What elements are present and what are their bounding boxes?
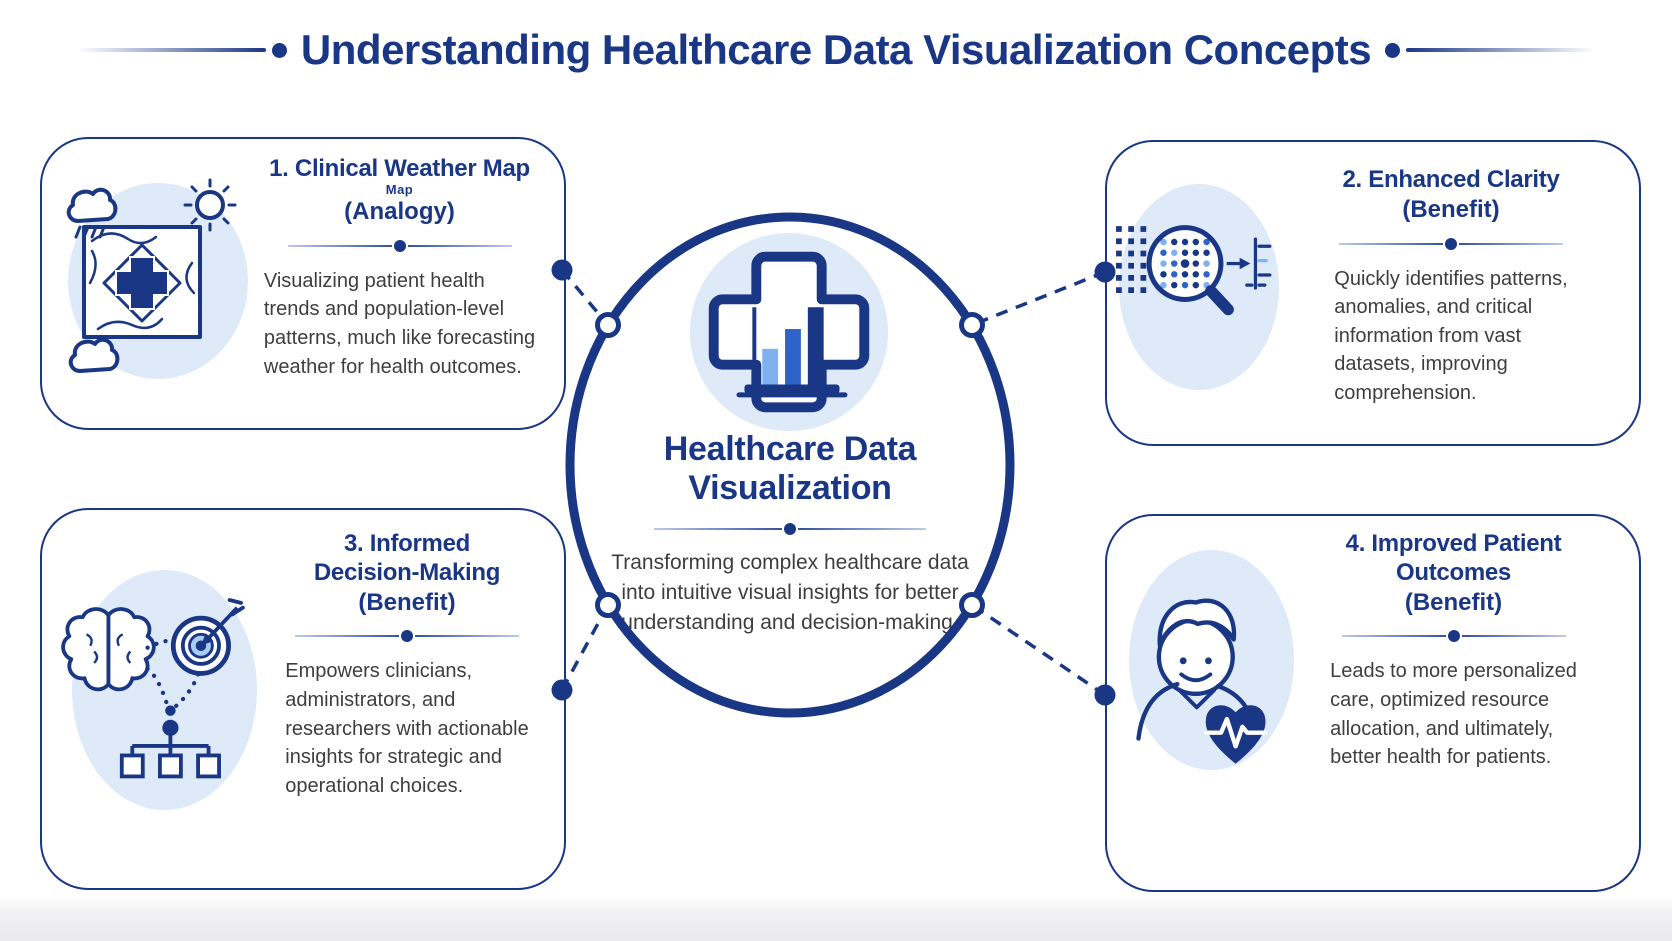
card-type-label: (Benefit) (1402, 195, 1500, 223)
patient-icon (1136, 598, 1258, 741)
card-description: Leads to more personalized care, optimiz… (1330, 660, 1577, 769)
title-decoration-right (1385, 42, 1595, 58)
center-description: Transforming complex healthcare data int… (611, 550, 969, 634)
magnified-dots (1160, 238, 1210, 289)
title-decoration-left (77, 42, 287, 58)
patient-heart-ecg-icon (1136, 598, 1267, 764)
card-text: 2. Enhanced Clarity (Benefit) Quickly id… (1279, 142, 1623, 444)
card-text: 3. Informed Decision-Making (Benefit) Em… (260, 510, 554, 888)
decoration-line (77, 48, 266, 52)
divider (1341, 630, 1566, 643)
heart-ecg-icon (1204, 705, 1267, 764)
card-title: 2. Enhanced Clarity (1342, 166, 1560, 193)
divider-dot (1447, 630, 1460, 643)
card-title: 1. Clinical Weather Map (269, 155, 530, 182)
center-title: Healthcare Data Visualization (663, 430, 917, 508)
card-description: Visualizing patient health trends and po… (263, 269, 536, 378)
magnifier-handle (1205, 285, 1234, 316)
divider-dot (784, 522, 796, 535)
flowchart-tree-icon (119, 705, 221, 779)
divider-dot (401, 630, 413, 643)
magnifier-data-icon (1116, 225, 1272, 316)
card-description: Quickly identifies patterns, anomalies, … (1334, 267, 1568, 404)
card-type-label: (Benefit) (1404, 588, 1503, 616)
decoration-dot (271, 42, 287, 58)
decoration-dot (1385, 42, 1401, 58)
divider-dot (393, 239, 406, 252)
decoration-line (1406, 48, 1595, 52)
card-enhanced-clarity: 2. Enhanced Clarity (Benefit) Quickly id… (1105, 140, 1641, 446)
card-type-label: (Benefit) (358, 588, 456, 616)
bottom-edge-shade (0, 895, 1672, 941)
card-informed-decision-making: 3. Informed Decision-Making (Benefit) Em… (40, 508, 566, 890)
medical-cross-icon (115, 256, 169, 310)
center-content: Healthcare Data Visualization Transformi… (570, 430, 1010, 637)
card-text: 1. Clinical Weather Map Map (Analogy) Vi… (247, 139, 552, 428)
brain-target-flowchart-icon (61, 598, 245, 779)
duplicate-map-caption: Map (385, 181, 414, 197)
divider (654, 522, 926, 535)
medical-cross-bar-chart-icon (689, 232, 889, 432)
divider (295, 630, 519, 643)
divider (287, 239, 512, 252)
organized-list-icon (1245, 237, 1272, 290)
target-bullseye-icon (170, 598, 245, 676)
clinical-weather-map-icon (66, 178, 237, 373)
card-description: Empowers clinicians, administrators, and… (285, 660, 529, 797)
divider (1339, 237, 1563, 250)
header: Understanding Healthcare Data Visualizat… (0, 26, 1672, 74)
raw-data-dot-grid (1116, 226, 1147, 294)
card-text: 4. Improved Patient Outcomes (Benefit) L… (1282, 516, 1625, 890)
page-title: Understanding Healthcare Data Visualizat… (300, 26, 1372, 73)
card-clinical-weather-map: 1. Clinical Weather Map Map (Analogy) Vi… (40, 137, 566, 430)
arrow-right-icon (1226, 257, 1251, 270)
dotted-connector-path (145, 637, 201, 709)
card-title: 3. Informed Decision-Making (313, 530, 501, 586)
card-title: 4. Improved Patient Outcomes (1345, 530, 1562, 586)
brain-icon (61, 607, 156, 692)
card-type-label: (Analogy) (344, 198, 455, 226)
divider-dot (1445, 237, 1457, 250)
card-improved-patient-outcomes: 4. Improved Patient Outcomes (Benefit) L… (1105, 514, 1641, 892)
